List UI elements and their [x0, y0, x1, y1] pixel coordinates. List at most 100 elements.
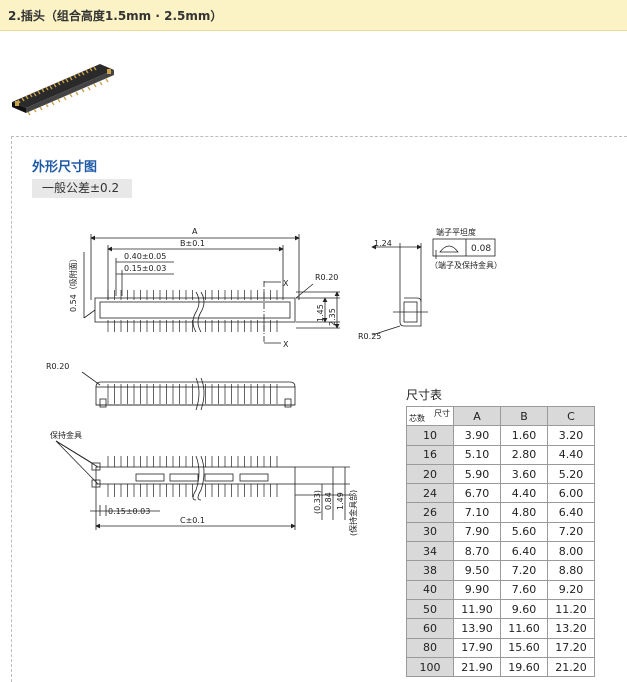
height-145: 1.45 — [316, 304, 325, 322]
height-235: 2.35 — [328, 308, 337, 326]
dim-033: (0.33) — [313, 490, 322, 514]
dimension-cell: 2.80 — [500, 444, 548, 465]
dim-c: C±0.1 — [180, 516, 205, 525]
pin-count-cell: 40 — [406, 579, 454, 600]
dimension-cell: 11.60 — [500, 618, 548, 639]
table-header-row: 尺寸 芯数 A B C — [406, 405, 595, 427]
dimension-cell: 3.20 — [547, 425, 595, 446]
holder-label: 保持金具 — [50, 430, 82, 440]
drawing-title: 外形尺寸图 — [32, 160, 98, 175]
dimension-cell: 7.10 — [453, 502, 501, 523]
table-corner: 尺寸 芯数 — [406, 405, 454, 427]
tolerance-badge: 一般公差±0.2 — [32, 179, 132, 198]
dimension-cell: 5.90 — [453, 463, 501, 485]
dimension-cell: 9.60 — [500, 598, 548, 620]
pin-count-cell: 50 — [406, 598, 454, 620]
table-title: 尺寸表 — [406, 388, 443, 402]
dimension-cell: 8.00 — [547, 541, 595, 562]
column-header-c: C — [547, 405, 595, 427]
dimension-cell: 9.50 — [453, 560, 501, 581]
pin-count-cell: 60 — [406, 618, 454, 639]
dimension-cell: 7.60 — [500, 579, 548, 600]
dimension-cell: 7.20 — [547, 521, 595, 543]
radius-r020-top: R0.20 — [315, 273, 338, 282]
holder-note: (保持金具部) — [348, 490, 358, 536]
dimension-cell: 1.60 — [500, 425, 548, 446]
section-x-top: X — [283, 279, 289, 288]
dimension-cell: 11.90 — [453, 598, 501, 620]
dimension-cell: 17.20 — [547, 637, 595, 658]
dimension-cell: 7.90 — [453, 521, 501, 543]
radius-r020-front: R0.20 — [46, 362, 69, 371]
dimension-cell: 19.60 — [500, 656, 548, 678]
dim-149: 1.49 — [336, 492, 345, 510]
dimension-cell: 7.20 — [500, 560, 548, 581]
pin-count-cell: 10 — [406, 425, 454, 446]
flatness-note: （端子及保持金具） — [430, 260, 502, 270]
dimension-cell: 9.90 — [453, 579, 501, 600]
pin-width-top: 0.15±0.03 — [124, 264, 166, 273]
dimension-cell: 5.60 — [500, 521, 548, 543]
width-124: 1.24 — [374, 239, 392, 248]
column-header-b: B — [500, 405, 548, 427]
dimension-cell: 6.70 — [453, 483, 501, 504]
dimension-cell: 8.70 — [453, 541, 501, 562]
pin-width-bottom: 0.15±0.03 — [108, 507, 150, 516]
side-054: 0.54（吸附面） — [68, 254, 78, 312]
dimension-cell: 17.90 — [453, 637, 501, 658]
dimension-cell: 15.60 — [500, 637, 548, 658]
pin-count-cell: 80 — [406, 637, 454, 658]
pin-count-cell: 24 — [406, 483, 454, 504]
section-x-bottom: X — [283, 340, 289, 349]
dimension-cell: 8.80 — [547, 560, 595, 581]
dimension-cell: 4.80 — [500, 502, 548, 523]
dimension-cell: 21.90 — [453, 656, 501, 678]
dimension-cell: 9.20 — [547, 579, 595, 600]
connector-photo — [12, 64, 114, 116]
dimension-cell: 11.20 — [547, 598, 595, 620]
dimension-cell: 21.20 — [547, 656, 595, 678]
pin-count-cell: 26 — [406, 502, 454, 523]
dimension-cell: 5.20 — [547, 463, 595, 485]
corner-dim-label: 尺寸 — [434, 409, 450, 418]
corner-pins-label: 芯数 — [409, 414, 425, 424]
section-header: 2.插头（组合高度1.5mm · 2.5mm） — [0, 0, 627, 31]
dim-b: B±0.1 — [180, 239, 205, 248]
dimension-cell: 4.40 — [500, 483, 548, 504]
dim-084: 0.84 — [324, 492, 333, 510]
dimension-cell: 3.90 — [453, 425, 501, 446]
dimension-cell: 13.20 — [547, 618, 595, 639]
pin-count-cell: 30 — [406, 521, 454, 543]
drawing-panel — [11, 136, 627, 682]
column-header-a: A — [453, 405, 501, 427]
pin-count-cell: 34 — [406, 541, 454, 562]
header-title: 2.插头（组合高度1.5mm · 2.5mm） — [8, 9, 223, 23]
dimension-cell: 6.00 — [547, 483, 595, 504]
flatness-value: 0.08 — [471, 244, 491, 254]
dimension-cell: 5.10 — [453, 444, 501, 465]
radius-r025: R0.25 — [358, 332, 381, 341]
pin-count-cell: 20 — [406, 463, 454, 485]
dimension-cell: 6.40 — [500, 541, 548, 562]
dimension-cell: 13.90 — [453, 618, 501, 639]
pitch-dim: 0.40±0.05 — [124, 252, 166, 261]
flatness-title: 端子平坦度 — [436, 227, 476, 237]
dimension-cell: 6.40 — [547, 502, 595, 523]
dim-a: A — [192, 227, 198, 236]
pin-count-cell: 16 — [406, 444, 454, 465]
